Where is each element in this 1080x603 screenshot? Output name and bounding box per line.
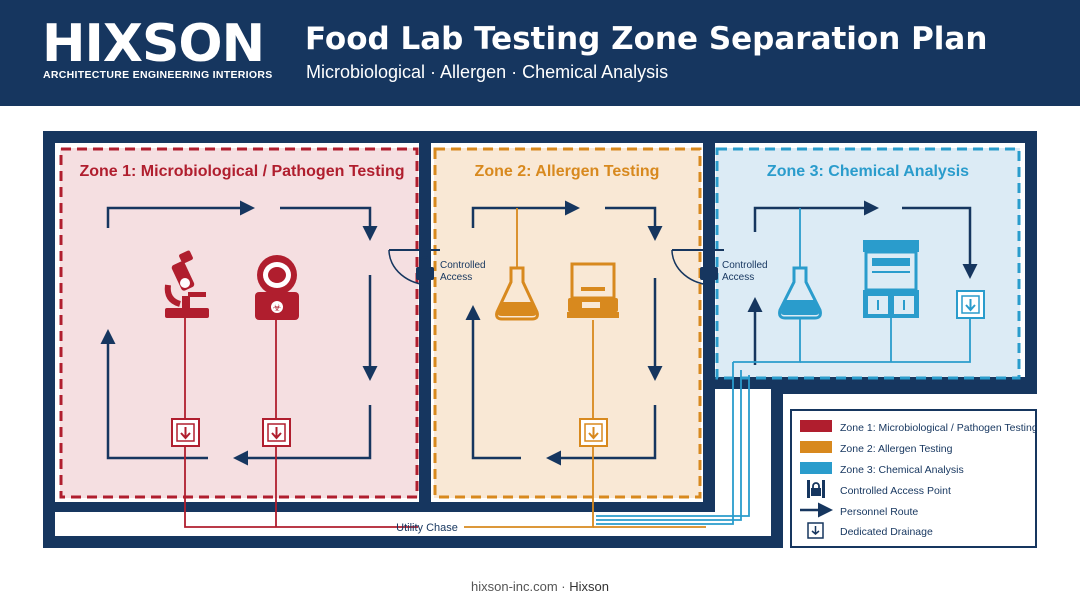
legend-swatch-zone-1 [800,420,832,432]
legend-label-access: Controlled Access Point [840,485,951,497]
legend-label-zone-3: Zone 3: Chemical Analysis [840,464,964,476]
zone-2-utility-lines [464,208,706,528]
controlled-access-point-1: Controlled Access [388,248,486,286]
logo-tagline: ARCHITECTURE ENGINEERING INTERIORS [43,69,273,81]
legend-label-zone-2: Zone 2: Allergen Testing [840,443,953,455]
zone-3-utility-lines [596,208,971,525]
zone-2-border [433,147,702,499]
centrifuge-icon: ☣ [255,255,299,320]
legend-swatch-zone-3 [800,462,832,474]
drain-icon [579,418,608,447]
drain-icon [171,418,200,447]
logo: HIXSON [42,14,265,74]
controlled-access-point-2: Controlled Access [671,248,768,286]
access-label-2b: Access [722,272,754,283]
legend-lock-icon [807,480,825,498]
zone-2-personnel-route [465,200,663,466]
zone-3-label: Zone 3: Chemical Analysis [767,163,969,180]
legend-drain-icon [807,522,824,539]
legend: Zone 1: Microbiological / Pathogen Testi… [790,409,1038,548]
zone-3-border [715,147,1021,380]
flask-icon [778,266,822,320]
legend-label-route: Personnel Route [840,506,918,518]
page-subtitle: Microbiological · Allergen · Chemical An… [306,62,669,82]
wall-lower-corridor [49,502,715,512]
access-label-1b: Access [440,272,472,283]
zone-2-label: Zone 2: Allergen Testing [475,163,660,180]
wall-zone3-bottom [715,377,1031,389]
utility-chase-label: Utility Chase [396,522,458,534]
zone-1-personnel-route [100,200,378,466]
zone-1-utility-lines [184,315,418,528]
lock-icon [416,256,434,280]
drain-icon [262,418,291,447]
wall-zone1-zone2 [419,143,431,249]
wall-zone2-zone3 [703,143,715,249]
fume-hood-icon [863,240,919,318]
microscope-icon [164,250,209,318]
lock-icon [700,256,718,280]
balance-scale-icon [567,262,619,318]
zone-1-border [59,147,419,499]
header-bar: HIXSON ARCHITECTURE ENGINEERING INTERIOR… [0,0,1080,106]
svg-text:☣: ☣ [273,303,282,314]
drain-icon [956,290,985,319]
zone-1-area [60,148,418,498]
footer-site: hixson-inc.com [470,579,558,594]
flask-icon [495,266,539,321]
zone-3-personnel-route [747,200,978,365]
zone-1-label: Zone 1: Microbiological / Pathogen Testi… [79,163,404,180]
legend-label-drainage: Dedicated Drainage [840,526,933,538]
footer: hixson-inc.com · Hixson [0,579,1080,594]
access-label-1a: Controlled [440,260,486,271]
wall-lower-right [703,377,715,512]
page-title: Food Lab Testing Zone Separation Plan [305,21,988,57]
footer-separator: · [557,579,570,594]
footer-brand: Hixson [569,579,609,594]
wall-zone1-zone2-lower [419,285,431,503]
legend-swatch-zone-2 [800,441,832,453]
legend-label-zone-1: Zone 1: Microbiological / Pathogen Testi… [840,422,1038,434]
access-label-2a: Controlled [722,260,768,271]
